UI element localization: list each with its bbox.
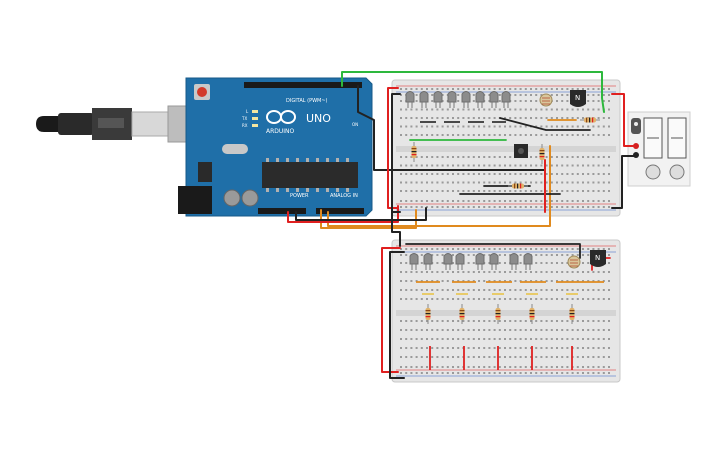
- power-module[interactable]: [627, 111, 691, 187]
- wire-black-module: [611, 155, 635, 209]
- arduino-uno-board[interactable]: ARDUINO UNO DIGITAL (PWM~) POWER ANALOG …: [178, 77, 373, 217]
- terminal-red[interactable]: [633, 143, 639, 149]
- resistors-bottom: [425, 304, 575, 324]
- analog-header: [316, 208, 364, 214]
- led: [419, 91, 429, 108]
- status-leds: L TX RX: [241, 109, 258, 128]
- led: [443, 253, 453, 270]
- resistor: [539, 144, 545, 164]
- wire-red-5v: [287, 205, 399, 223]
- atmega-chip: [262, 162, 358, 188]
- transistor-bottom-label: N: [595, 254, 600, 262]
- resistor: [508, 183, 528, 189]
- led: [405, 91, 415, 108]
- capacitor-2: [241, 189, 259, 207]
- wire-black-rail-left: [391, 93, 401, 213]
- breadboard-top[interactable]: [391, 79, 621, 217]
- led: [523, 253, 533, 270]
- arduino-model: UNO: [306, 112, 331, 125]
- resistor: [425, 304, 431, 324]
- resistor: [459, 304, 465, 324]
- analog-header-label: ANALOG IN: [330, 193, 358, 199]
- knob-left[interactable]: [645, 164, 661, 180]
- resistor: [529, 304, 535, 324]
- wire-black-gnd: [295, 207, 427, 221]
- wire-black-digital: [357, 85, 546, 171]
- resistor: [569, 304, 575, 324]
- usb-cable[interactable]: [36, 105, 195, 143]
- led-label-l: L: [246, 109, 249, 114]
- knob-right[interactable]: [669, 164, 685, 180]
- photoresistor-bottom: [567, 255, 581, 269]
- wire-red-module: [611, 93, 635, 147]
- led: [447, 91, 457, 108]
- digital-header: [244, 82, 362, 88]
- wires-bottom-extra: [416, 121, 604, 370]
- resistors-top: [411, 117, 600, 189]
- capacitor-1: [223, 189, 241, 207]
- wire-black-bb2-left: [389, 251, 405, 379]
- led: [509, 253, 519, 270]
- power-jack: [178, 186, 212, 214]
- wire-black-tr1: [499, 117, 591, 131]
- led-label-rx: RX: [242, 123, 248, 128]
- led: [409, 253, 419, 270]
- photoresistor-top: [539, 93, 553, 107]
- led: [461, 91, 471, 108]
- led: [475, 91, 485, 108]
- breadboard-top-holes: [400, 88, 610, 208]
- wire-black-bb2-top: [391, 207, 401, 247]
- led: [475, 253, 485, 270]
- crystal: [222, 144, 248, 154]
- arduino-logo: [266, 110, 296, 124]
- resistor: [580, 117, 600, 123]
- on-led-label: ON: [352, 122, 358, 127]
- pushbutton[interactable]: [514, 144, 528, 158]
- led: [501, 91, 511, 108]
- led: [433, 91, 443, 108]
- led: [455, 253, 465, 270]
- led: [489, 91, 499, 108]
- led: [489, 253, 499, 270]
- wire-green-arduino-to-bb: [341, 71, 605, 113]
- transistor-bottom: N: [590, 250, 606, 267]
- arduino-brand: ARDUINO: [266, 128, 295, 135]
- power-header-label: POWER: [290, 193, 309, 199]
- resistor: [411, 142, 417, 162]
- led-array-top: [405, 91, 511, 108]
- transistor-top-label: N: [575, 94, 580, 102]
- led: [423, 253, 433, 270]
- power-header: [258, 208, 306, 214]
- resistor: [495, 304, 501, 324]
- transistor-top: N: [570, 90, 586, 107]
- led-array-bottom: [409, 253, 533, 270]
- wires: [287, 71, 635, 379]
- digital-header-label: DIGITAL (PWM~): [286, 98, 328, 104]
- wire-black-bb2-cross: [405, 243, 581, 259]
- led-label-tx: TX: [241, 116, 247, 121]
